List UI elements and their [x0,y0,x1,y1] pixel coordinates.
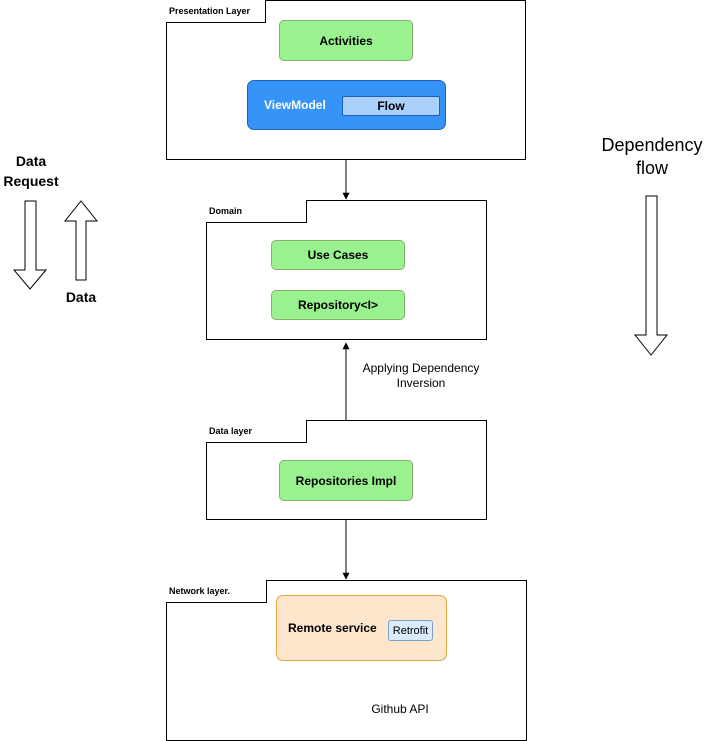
data-request-down-arrow [12,200,48,290]
dependency-inversion-line1: Applying Dependency [362,361,480,375]
github-api-label: Github API [371,702,429,716]
flow-box: Flow [342,96,440,116]
use-cases-box: Use Cases [271,240,405,270]
domain-layer-label: Domain [206,200,307,223]
remote-service-label: Remote service [288,621,377,635]
dependency-flow-line1: Dependency [601,135,703,155]
dependency-flow-line2: flow [635,158,668,178]
data-up-arrow [63,200,99,281]
dependency-inversion-line2: Inversion [396,376,446,390]
viewmodel-label: ViewModel [264,98,326,112]
repository-interface-box: Repository<I> [271,290,405,320]
dependency-inversion-text: Applying Dependency Inversion [350,361,492,391]
dependency-flow-label: Dependency flow [588,134,705,180]
data-label: Data [65,289,97,305]
retrofit-box: Retrofit [388,620,433,641]
data-request-line2: Request [3,173,59,189]
presentation-layer-label: Presentation Layer [166,0,266,23]
dependency-flow-down-arrow [633,195,669,356]
repositories-impl-box: Repositories Impl [279,460,413,501]
data-request-line1: Data [15,153,47,169]
viewmodel-box: ViewModel Flow [247,80,446,130]
network-layer-label: Network layer. [166,580,267,603]
remote-service-box: Remote service Retrofit [276,595,447,661]
data-layer-label: Data layer [206,420,307,443]
activities-box: Activities [279,20,413,61]
data-request-label: Data Request [0,151,62,191]
